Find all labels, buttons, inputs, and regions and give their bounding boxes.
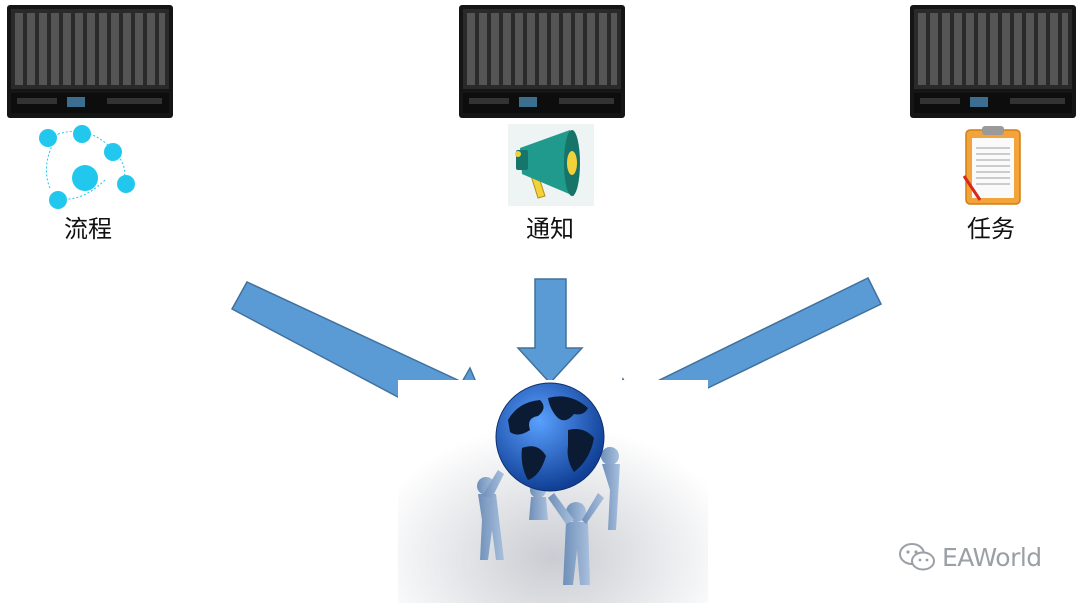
server-notify (459, 5, 625, 118)
arrow-center (516, 278, 584, 385)
wechat-icon (899, 543, 935, 571)
clipboard-icon (962, 126, 1021, 205)
node-label-process: 流程 (64, 215, 112, 243)
server-task (910, 5, 1076, 118)
globe-with-people-icon (398, 380, 708, 603)
blade-server-icon (910, 5, 1076, 118)
server-process (7, 5, 173, 118)
blade-server-icon (459, 5, 625, 118)
megaphone-icon (508, 124, 594, 206)
node-label-task: 任务 (967, 215, 1015, 243)
watermark: EAWorld (898, 540, 1042, 574)
blade-server-icon (7, 5, 173, 118)
watermark-text: EAWorld (942, 542, 1042, 572)
process-flow-icon (39, 125, 135, 209)
node-label-notify: 通知 (526, 215, 574, 243)
